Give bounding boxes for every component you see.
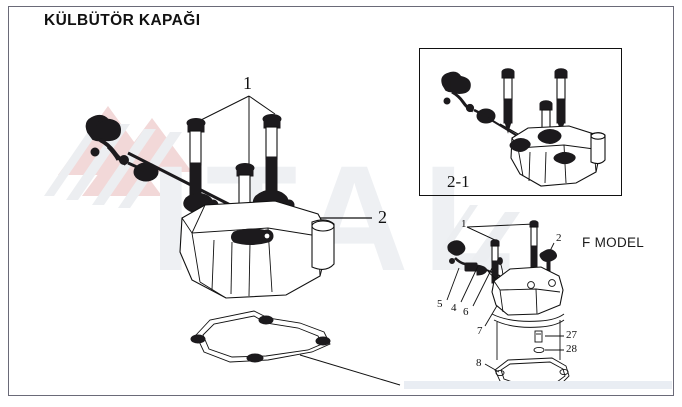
f-callout-label-28: 28	[566, 343, 577, 355]
f-model-title: F MODEL	[582, 235, 645, 250]
main-exploded-view	[85, 95, 401, 386]
inset-bolt-left	[501, 68, 515, 134]
f-rocker-cover	[491, 266, 565, 360]
f-callout-label-8: 8	[476, 357, 482, 369]
f-leaders-5-4-6-7	[446, 265, 499, 327]
inset-label: 2-1	[447, 172, 470, 191]
f-callout-label-7: 7	[477, 325, 483, 337]
f-part-28-glyph	[533, 346, 545, 354]
f-callout-label-27: 27	[566, 329, 577, 341]
f-callout-1-leaders	[466, 223, 535, 241]
cover-gasket	[190, 310, 331, 363]
page-title: KÜLBÜTÖR KAPAĞI	[44, 12, 201, 29]
f-callout-label-2: 2	[556, 232, 562, 244]
f-callout-label-1: 1	[461, 218, 467, 230]
rocker-arm-assembly	[85, 114, 159, 182]
f-model-view	[446, 220, 570, 389]
watermark-secondary-shape-icon	[440, 205, 520, 262]
inset-frame	[419, 48, 622, 196]
page-frame	[8, 6, 674, 396]
f-callout-label-4: 4	[451, 302, 457, 314]
callout-label-1: 1	[243, 73, 252, 93]
inset-bolt-right	[554, 68, 568, 134]
callout-label-2: 2	[378, 207, 387, 227]
inset-rocker-arm	[441, 71, 496, 124]
f-part-27-glyph	[534, 330, 543, 343]
gasket-leader	[299, 354, 401, 386]
f-leader-8	[484, 363, 500, 373]
watermark-group: ITAL	[44, 106, 520, 302]
f-callout-label-5: 5	[437, 298, 443, 310]
bottom-gray-bar	[404, 381, 672, 389]
inset-assembled-view	[441, 68, 606, 187]
inset-cover-body	[509, 125, 606, 187]
f-callout-label-6: 6	[463, 306, 469, 318]
rocker-cover-body	[179, 200, 335, 299]
